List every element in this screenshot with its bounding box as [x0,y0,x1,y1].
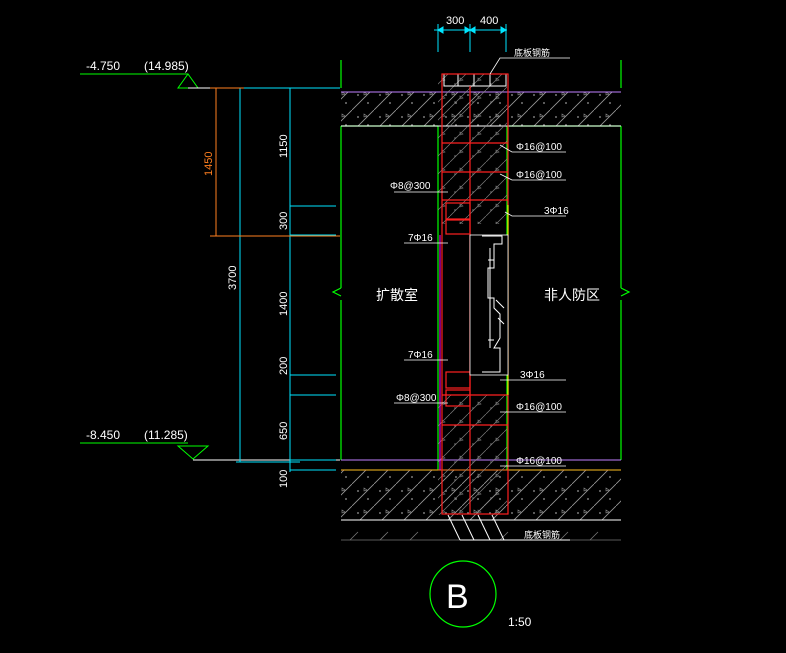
elevation-marker-top [80,73,340,89]
label-r-bot-1: Φ16@100 [516,402,562,413]
label-7phi16-top: 7Φ16 [408,233,433,244]
dim-1450: 1450 [203,152,215,176]
label-r-top-2: Φ16@100 [516,170,562,181]
dim-100: 100 [278,470,290,488]
section-scale: 1:50 [508,615,532,629]
section-mark-letter: B [446,578,469,616]
dim-300-v: 300 [278,212,290,230]
wall-column [438,73,507,515]
dim-300: 300 [446,15,464,27]
dim-400: 400 [480,15,498,27]
label-r-bot-2: Φ16@100 [516,456,562,467]
dim-650: 650 [278,422,290,440]
leader-lines [394,57,570,541]
room-right-label: 非人防区 [544,287,600,303]
elevation-top-absolute: (14.985) [144,59,189,73]
door-leaf [482,235,505,373]
elevation-bottom-level: -8.450 [86,428,120,442]
dim-1150: 1150 [278,134,290,158]
elevation-bottom-absolute: (11.285) [144,428,188,442]
dim-3700: 3700 [227,266,239,290]
door-opening [469,234,509,376]
room-left-label: 扩散室 [376,287,418,303]
label-top-bar: 底板钢筋 [514,47,550,58]
label-bottom-bar: 底板钢筋 [524,529,560,540]
label-3phi16-bot: 3Φ16 [520,370,545,381]
label-phi8-bot: Φ8@300 [396,393,437,404]
label-r-top-1: Φ16@100 [516,142,562,153]
dim-200: 200 [278,357,290,375]
label-3phi16-top: 3Φ16 [544,206,569,217]
elevation-top-level: -4.750 [86,59,120,73]
left-dimension-chain [236,87,340,472]
orange-dimension [210,87,340,237]
top-width-dimension [434,24,507,52]
label-phi8-top: Φ8@300 [390,181,431,192]
label-7phi16-bot: 7Φ16 [408,350,433,361]
section-mark-circle [429,560,497,628]
elevation-marker-bottom [80,442,340,461]
dim-1400: 1400 [278,292,290,316]
